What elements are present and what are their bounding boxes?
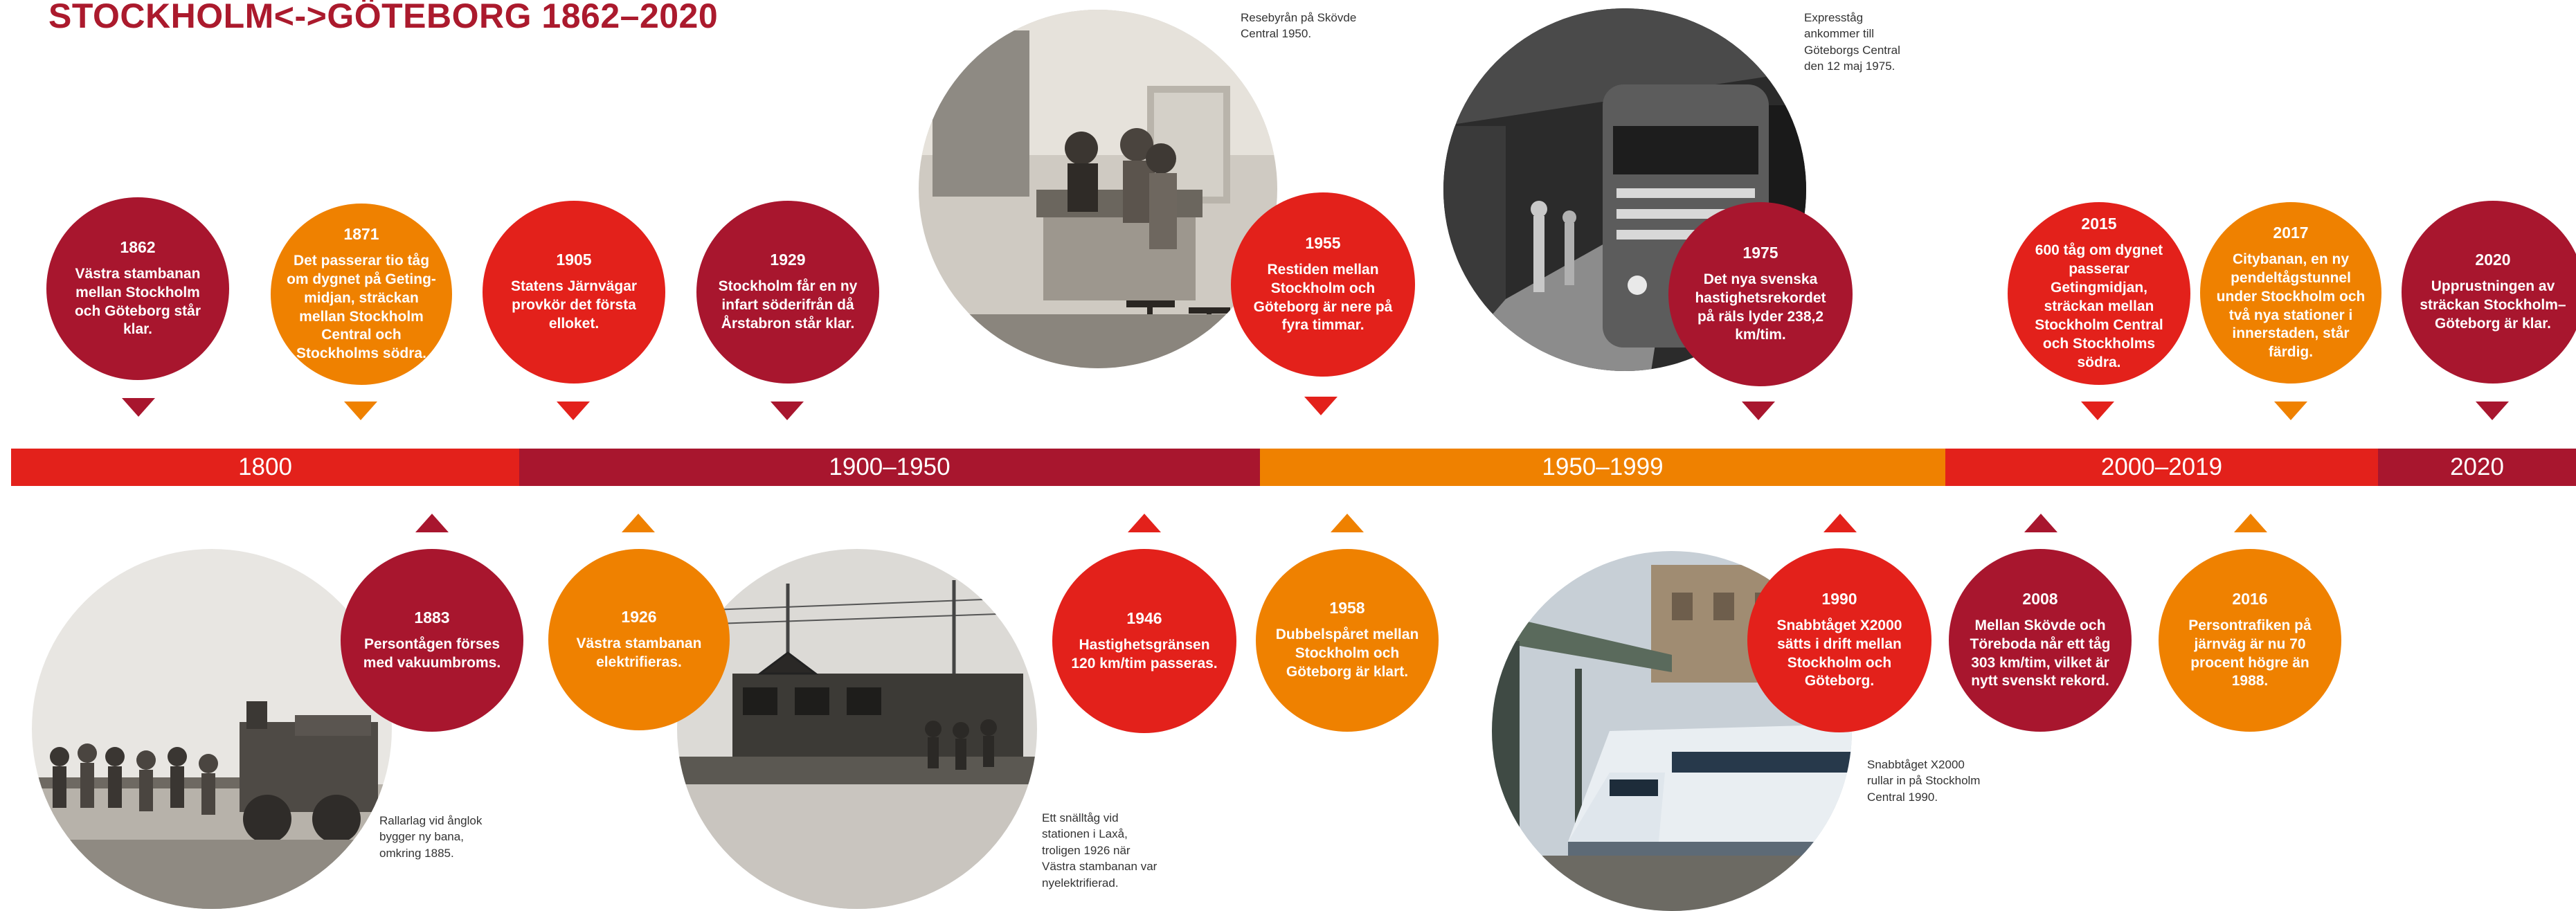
event-year: 1955 [1305, 233, 1341, 252]
event-2016: 2016 Persontrafiken på järnväg är nu 70 … [2159, 549, 2341, 732]
event-year: 2008 [2022, 589, 2058, 608]
event-year: 1929 [770, 251, 806, 269]
event-text: Statens Järnvägar provkör det första ell… [510, 278, 638, 332]
event-text: Persontågen förses med vakuumbroms. [363, 635, 501, 671]
marker-1871 [344, 402, 377, 420]
event-year: 1975 [1742, 243, 1778, 262]
era-2020: 2020 [2378, 449, 2576, 486]
event-text: Upprustningen av sträckan Stockholm–Göte… [2420, 278, 2566, 332]
photo-steam-locomotive-workers [32, 549, 392, 909]
event-1926: 1926 Västra stambanan elektrifieras. [548, 549, 730, 730]
event-text: Restiden mellan Stockholm och Göteborg ä… [1253, 261, 1393, 334]
event-year: 1905 [556, 251, 592, 269]
photo-travel-agency-skovde [919, 10, 1277, 368]
photo-express-train-laxa [677, 549, 1037, 909]
event-2017: 2017 Citybanan, en ny pendeltågstunnel u… [2200, 202, 2381, 384]
event-year: 1883 [414, 608, 450, 626]
event-year: 1871 [343, 224, 379, 243]
event-1871: 1871 Det passerar tio tåg om dygnet på G… [271, 204, 452, 385]
event-1883: 1883 Persontågen förses med vakuumbroms. [341, 549, 523, 732]
event-text: Stockholm får en ny infart söderifrån då… [718, 278, 858, 332]
event-2015: 2015 600 tåg om dygnet passerar Getingmi… [2008, 202, 2190, 385]
event-1958: 1958 Dubbelspåret mellan Stockholm och G… [1256, 549, 1439, 732]
event-1946: 1946 Hastighetsgränsen 120 km/tim passer… [1052, 549, 1236, 733]
event-year: 1946 [1126, 608, 1162, 627]
event-text: Hastighetsgränsen 120 km/tim passeras. [1071, 636, 1218, 671]
event-text: Västra stambanan elektrifieras. [576, 635, 702, 670]
page-title: STOCKHOLM<->GÖTEBORG 1862–2020 [48, 0, 719, 35]
caption-laxa: Ett snälltåg vid stationen i Laxå, troli… [1042, 811, 1158, 890]
event-1955: 1955 Restiden mellan Stockholm och Göteb… [1231, 192, 1415, 377]
marker-1946 [1128, 514, 1161, 532]
marker-2008 [2024, 514, 2057, 532]
era-1950-1999: 1950–1999 [1260, 449, 1945, 486]
event-1975: 1975 Det nya svenska hastighetsrekordet … [1668, 202, 1853, 386]
event-text: Snabbtåget X2000 sätts i drift mellan St… [1776, 617, 1902, 689]
marker-1975 [1742, 402, 1775, 420]
caption-x2000: Snabbtåget X2000 rullar in på Stockholm … [1867, 758, 1981, 804]
event-year: 1958 [1329, 599, 1365, 617]
marker-1883 [415, 514, 449, 532]
event-year: 1990 [1821, 589, 1857, 608]
marker-1905 [557, 402, 590, 420]
marker-2015 [2081, 402, 2114, 420]
event-year: 1926 [621, 607, 657, 626]
event-2020: 2020 Upprustningen av sträckan Stockholm… [2402, 201, 2576, 384]
photo-x2000-stockholm-central [1492, 551, 1852, 911]
marker-1990 [1823, 514, 1857, 532]
marker-1926 [622, 514, 655, 532]
event-2008: 2008 Mellan Skövde och Töreboda når ett … [1949, 549, 2132, 732]
marker-1862 [122, 398, 155, 417]
era-1900-1950: 1900–1950 [519, 449, 1260, 486]
era-2000-2019: 2000–2019 [1945, 449, 2378, 486]
event-text: Persontrafiken på järnväg är nu 70 proce… [2188, 617, 2312, 689]
marker-1955 [1304, 397, 1337, 415]
event-text: Citybanan, en ny pendeltågstunnel under … [2216, 251, 2366, 361]
event-1905: 1905 Statens Järnvägar provkör det först… [483, 201, 665, 384]
marker-2017 [2274, 402, 2307, 420]
event-text: Mellan Skövde och Töreboda når ett tåg 3… [1970, 617, 2111, 689]
caption-skovde: Resebyrån på Skövde Central 1950. [1241, 11, 1357, 41]
event-year: 2020 [2475, 251, 2511, 269]
event-text: Det nya svenska hastighetsrekordet på rä… [1695, 271, 1826, 343]
caption-goteborg: Expresståg ankommer till Göteborgs Centr… [1804, 11, 1900, 73]
event-text: Västra stambanan mellan Stockholm och Gö… [74, 265, 201, 338]
marker-2016 [2234, 514, 2267, 532]
event-1990: 1990 Snabbtåget X2000 sätts i drift mell… [1747, 548, 1931, 732]
event-year: 1862 [120, 237, 156, 256]
event-year: 2017 [2273, 223, 2309, 242]
event-year: 2016 [2232, 589, 2268, 608]
marker-1958 [1331, 514, 1364, 532]
event-year: 2015 [2081, 215, 2117, 233]
event-text: 600 tåg om dygnet passerar Getingmidjan,… [2035, 242, 2163, 370]
marker-1929 [771, 402, 804, 420]
event-text: Dubbelspåret mellan Stockholm och Götebo… [1275, 626, 1419, 680]
event-text: Det passerar tio tåg om dygnet på Geting… [287, 252, 436, 362]
event-1929: 1929 Stockholm får en ny infart söderifr… [696, 201, 879, 384]
event-1862: 1862 Västra stambanan mellan Stockholm o… [46, 197, 229, 380]
caption-rallarlag: Rallarlag vid ånglok bygger ny bana, omk… [379, 814, 483, 860]
era-1800: 1800 [11, 449, 519, 486]
marker-2020 [2476, 402, 2509, 420]
